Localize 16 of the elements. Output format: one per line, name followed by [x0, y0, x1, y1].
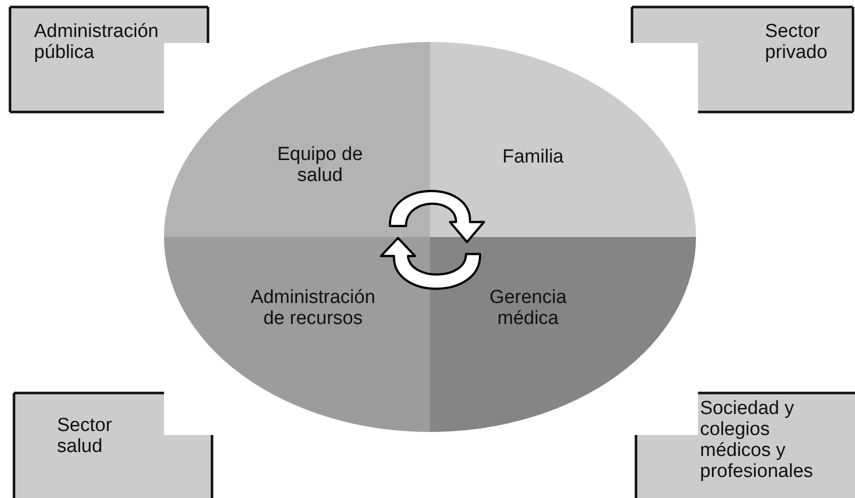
node-label: Familia: [501, 146, 565, 168]
label-panel: [636, 393, 855, 498]
node-label: Equipo de salud: [276, 144, 364, 186]
label-panel: [10, 7, 208, 112]
node-label: Gerencia médica: [488, 287, 568, 329]
node-label: Sector privado: [765, 21, 828, 63]
node-label: Sector salud: [57, 415, 113, 457]
node-label: Administración de recursos: [250, 287, 376, 329]
node-label: Sociedad y colegios médicos y profesionales: [700, 398, 814, 482]
label-panel: [14, 393, 212, 498]
label-panel: [632, 7, 853, 112]
quadrant-sector: [164, 42, 430, 237]
quadrant-sector: [164, 237, 430, 432]
quadrant-sector: [430, 42, 696, 237]
quadrant-sector: [430, 237, 696, 432]
node-label: Administración pública: [34, 21, 160, 63]
